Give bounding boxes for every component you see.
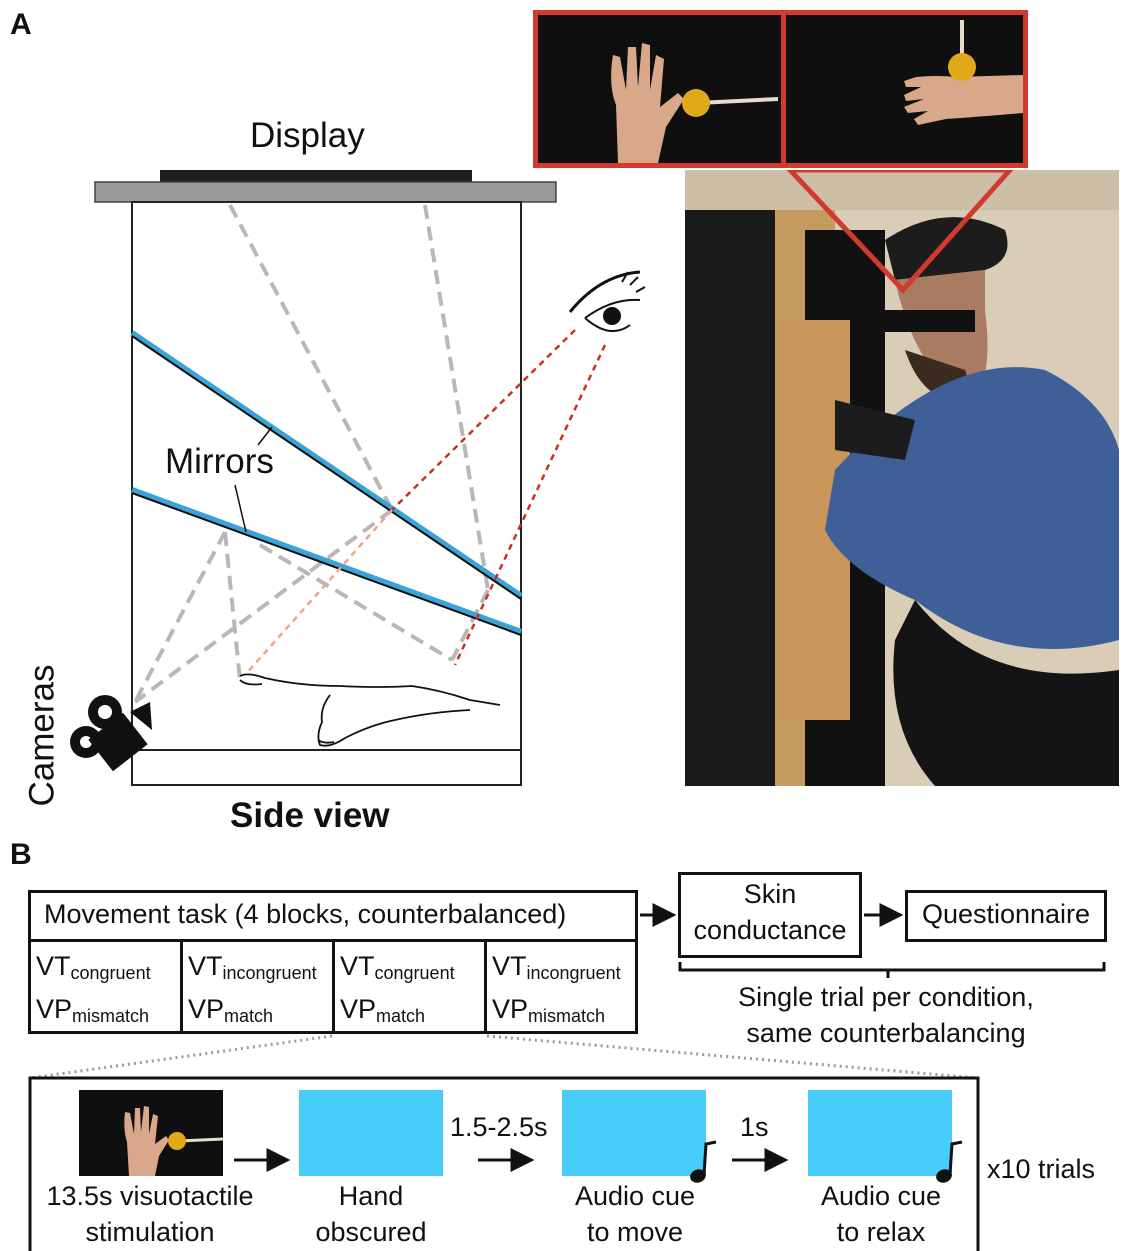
step-4-line2: to relax	[836, 1217, 926, 1247]
music-note-icon	[936, 1140, 963, 1183]
condition-4: VTincongruent VPmismatch	[492, 951, 621, 1026]
apparatus-diagram	[70, 170, 646, 786]
mirror-lower	[130, 487, 523, 636]
bracket-note-line1: Single trial per condition,	[738, 982, 1034, 1012]
step-2-line2: obscured	[315, 1217, 427, 1247]
delay-label-2: 1s	[740, 1112, 769, 1142]
condition-box-4	[484, 939, 638, 1034]
step-3-line2: to move	[586, 1217, 684, 1247]
cameras-label: Cameras	[22, 664, 62, 807]
step-4-line1: Audio cue	[820, 1181, 942, 1211]
hand-photo-right	[786, 15, 1023, 163]
step-1-line1: 13.5s visuotactile	[46, 1181, 254, 1211]
panel-a-label: A	[10, 8, 32, 41]
step-2-line1: Hand	[338, 1181, 404, 1211]
condition-box-1	[28, 939, 183, 1034]
hand-sketch	[239, 673, 501, 747]
hand-inset-frame	[533, 10, 1028, 168]
movement-task-box	[28, 890, 638, 942]
step-1-line2: stimulation	[85, 1217, 215, 1247]
movement-task-title: Movement task (4 blocks, counterbalanced…	[44, 899, 567, 929]
music-note-icon	[690, 1140, 717, 1183]
participant-photo	[685, 170, 1119, 786]
trial-frame	[28, 1076, 980, 1251]
bracket	[678, 962, 1106, 978]
skin-conductance-box	[678, 872, 862, 958]
audio-move-screen	[562, 1090, 706, 1176]
skin-conductance-line2: conductance	[693, 915, 847, 945]
condition-1: VTcongruent VPmismatch	[36, 951, 151, 1026]
step-3-line1: Audio cue	[574, 1181, 696, 1211]
questionnaire-box	[905, 890, 1107, 942]
repeat-label: x10 trials	[987, 1154, 1096, 1184]
mirrors-label: Mirrors	[165, 442, 274, 481]
condition-2: VTincongruent VPmatch	[188, 951, 317, 1026]
side-view-label: Side view	[230, 796, 390, 835]
audio-relax-screen	[808, 1090, 952, 1176]
display-label: Display	[250, 116, 365, 155]
skin-conductance-line1: Skin	[743, 879, 797, 909]
condition-3: VTcongruent VPmatch	[340, 951, 455, 1026]
flow-graphics	[28, 903, 1106, 1251]
gaze-lines	[244, 329, 607, 676]
condition-box-2	[180, 939, 335, 1034]
display-screen	[160, 170, 472, 182]
delay-label-1: 1.5-2.5s	[450, 1112, 548, 1142]
eye-icon	[568, 270, 646, 333]
hand-photo-left	[538, 15, 781, 163]
stimulation-thumbnail	[79, 1090, 223, 1176]
camera-icon	[70, 695, 152, 772]
mirror-upper	[130, 330, 523, 600]
display-shelf	[94, 181, 557, 203]
bracket-note-line2: same counterbalancing	[746, 1018, 1026, 1048]
questionnaire-label: Questionnaire	[921, 899, 1091, 929]
hand-obscured-screen	[299, 1090, 443, 1176]
panel-b-label: B	[10, 838, 32, 871]
